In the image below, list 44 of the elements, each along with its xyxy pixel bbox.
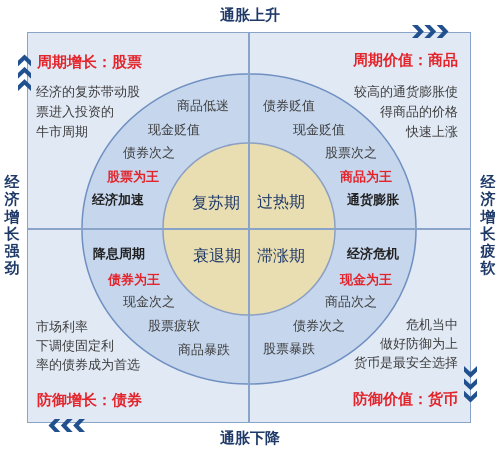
ring-label: 债券为王 — [108, 273, 160, 289]
ring-label: 现金为王 — [340, 273, 392, 289]
quadrant-description: 危机当中做好防御为上货币是最安全选择 — [353, 317, 458, 373]
axis-label: 经济增长强劲 — [4, 174, 20, 278]
ring-label: 经济加速 — [92, 193, 144, 209]
quadrant-description: 市场利率下调使固定利率的债券成为首选 — [36, 319, 141, 375]
ring-label: 经济危机 — [347, 247, 399, 263]
ring-label: 股票疲软 — [148, 319, 200, 335]
inner-quarter-circle — [162, 230, 248, 316]
quadrant-panel — [249, 229, 471, 423]
ring-label: 现金贬值 — [148, 123, 200, 139]
ring-label: 现金贬值 — [293, 123, 345, 139]
ring-label: 股票暴跌 — [263, 342, 315, 358]
quadrant-panel — [27, 32, 249, 229]
quadrant-description: 经济的复苏带动股票进入投资的牛市周期 — [36, 84, 141, 142]
quadrant-heading: 防御增长：债券 — [37, 391, 142, 409]
axis-label: 通胀下降 — [220, 429, 280, 447]
ring-label: 债券次之 — [293, 319, 345, 335]
quadrant-panel — [249, 32, 471, 229]
quadrant-heading: 周期增长：股票 — [37, 53, 142, 71]
ring-label: 商品低迷 — [177, 99, 229, 115]
axis-label: 通胀上升 — [220, 6, 280, 24]
quadrant-heading: 周期价值：商品 — [353, 51, 458, 69]
ring-label: 债券贬值 — [263, 99, 315, 115]
ring-label: 通货膨胀 — [347, 193, 399, 209]
inner-quarter-circle — [250, 142, 336, 228]
ring-label: 降息周期 — [93, 247, 145, 263]
quadrant-heading: 防御价值：货币 — [353, 390, 458, 408]
ring-label: 债券次之 — [123, 146, 175, 162]
ring-label: 股票次之 — [325, 146, 377, 162]
ring-label: 股票为王 — [107, 170, 159, 186]
phase-label: 复苏期 — [192, 192, 240, 212]
quadrant-panel — [27, 229, 249, 423]
phase-label: 衰退期 — [193, 246, 241, 265]
ring-label: 现金次之 — [123, 295, 175, 311]
ring-label: 商品次之 — [325, 295, 377, 311]
ring-label: 商品暴跌 — [178, 343, 230, 359]
inner-quarter-circle — [250, 230, 336, 316]
quadrant-description: 较高的通货膨胀使得商品的价格快速上涨 — [353, 84, 458, 142]
phase-label: 过热期 — [257, 192, 305, 211]
axis-label: 经济增长疲软 — [480, 174, 496, 278]
phase-label: 滞涨期 — [257, 246, 305, 265]
inner-quarter-circle — [162, 142, 248, 228]
ring-label: 商品为王 — [340, 170, 392, 186]
